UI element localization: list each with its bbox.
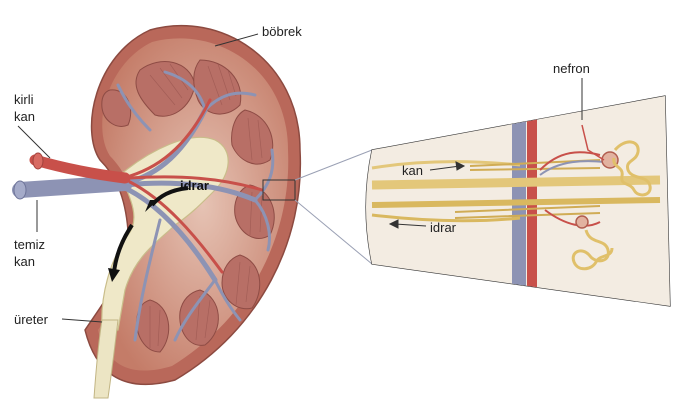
urine-flow-arrowhead-upper bbox=[145, 200, 158, 212]
label-clean-blood-1: temiz bbox=[14, 237, 46, 252]
label-urine-inset: idrar bbox=[430, 220, 457, 235]
inset-urine-arrowhead bbox=[388, 219, 399, 229]
label-urine-kidney: idrar bbox=[180, 178, 209, 193]
tubule-link bbox=[581, 124, 605, 161]
label-clean-blood-2: kan bbox=[14, 254, 35, 269]
inset-duct-bottom bbox=[371, 213, 521, 223]
label-nephron: nefron bbox=[553, 61, 590, 76]
urine-flow-arrow-lower bbox=[112, 223, 134, 273]
inset-duct-lower bbox=[371, 197, 661, 208]
convoluted-tubule-upper bbox=[612, 140, 652, 197]
label-blood-inset: kan bbox=[402, 163, 423, 178]
label-ureter: üreter bbox=[14, 312, 48, 327]
renal-artery-end bbox=[32, 152, 44, 170]
label-dirty-blood-2: kan bbox=[14, 109, 35, 124]
inset-duct-upper bbox=[371, 175, 661, 190]
ureter-leader-line bbox=[61, 318, 103, 323]
renal-vein-end bbox=[13, 180, 27, 200]
kidney bbox=[12, 25, 302, 399]
ureter bbox=[93, 319, 119, 399]
inset-urine-arrow-line bbox=[394, 223, 427, 227]
nephron-inset bbox=[365, 78, 671, 307]
capillary-blue bbox=[539, 160, 606, 176]
kidney-leader-line bbox=[214, 33, 259, 47]
label-kidney: böbrek bbox=[262, 24, 302, 39]
renal-arteries bbox=[29, 98, 264, 274]
nephron-region-box bbox=[262, 179, 296, 201]
inset-blood-arrow-line bbox=[429, 165, 461, 171]
dirty-blood-leader-line bbox=[17, 125, 51, 159]
label-dirty-blood-1: kirli bbox=[14, 92, 34, 107]
urine-flow-arrowhead-lower bbox=[108, 268, 120, 282]
henle-loop-lower bbox=[454, 205, 601, 219]
inset-blood-arrowhead bbox=[455, 161, 466, 171]
convoluted-tubule-lower bbox=[571, 229, 614, 271]
zoom-connector-lines bbox=[294, 149, 373, 265]
glomerulus-lower bbox=[575, 215, 589, 229]
